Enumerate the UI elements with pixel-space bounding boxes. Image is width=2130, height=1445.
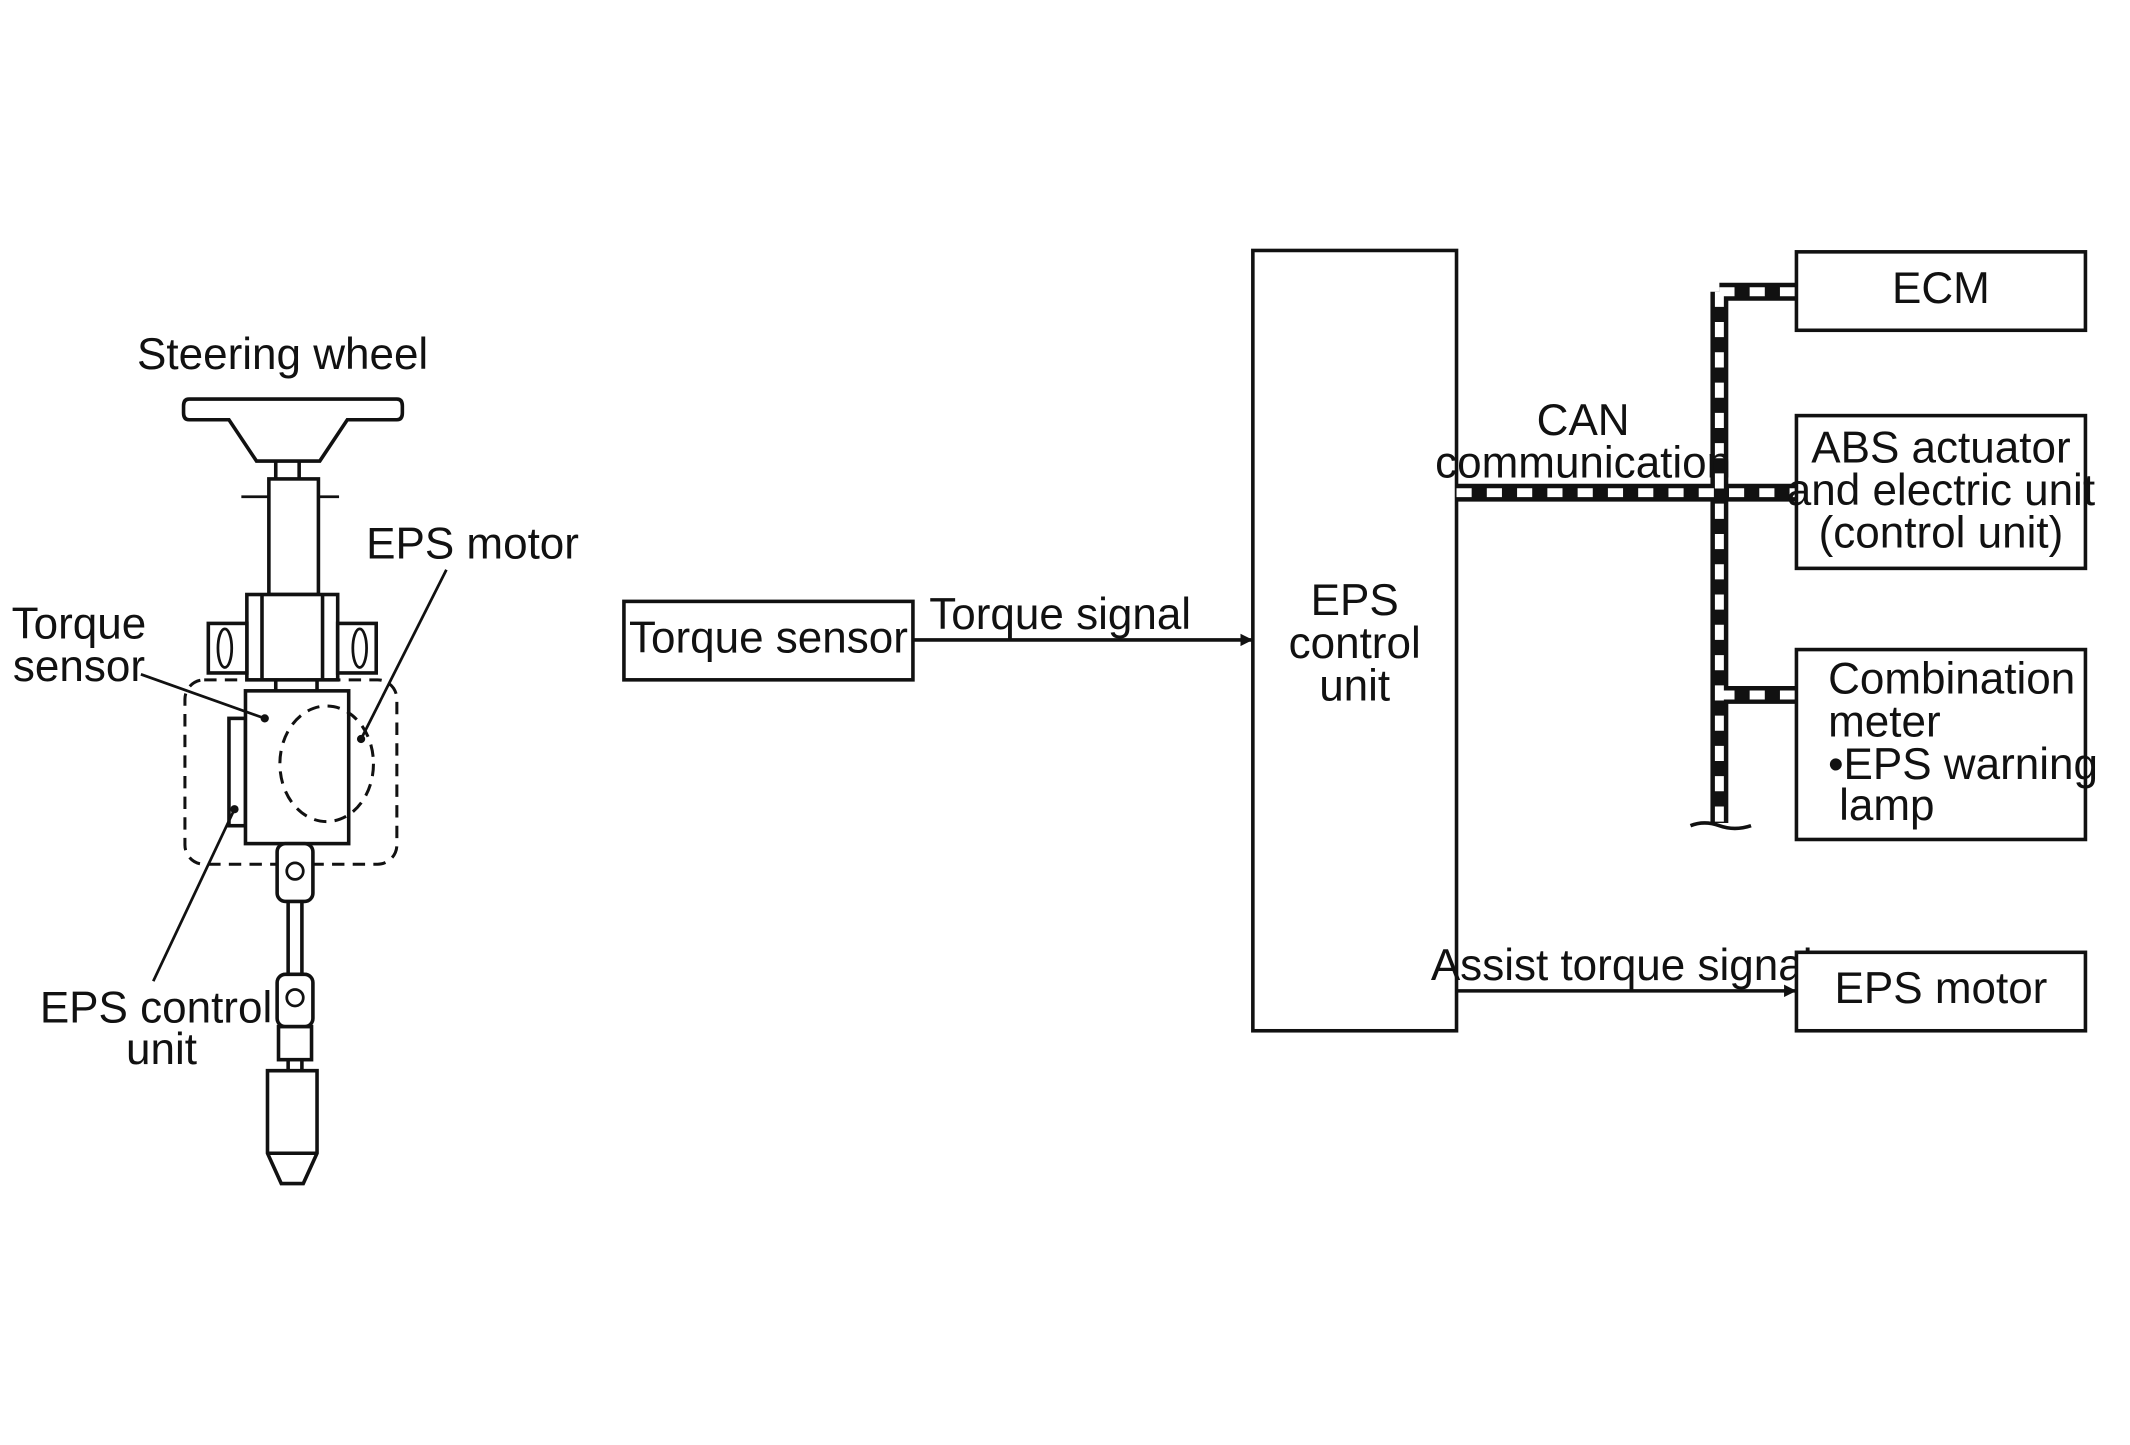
combination-meter-line2: meter [1828,697,1941,746]
shaft-coupler [276,1024,314,1062]
torque-sensor-label-line2: sensor [13,642,145,691]
combination-meter-box [1794,647,2088,842]
abs-unit-line1: ABS actuator [1811,423,2070,472]
abs-unit-box [1794,413,2088,571]
eps-control-unit-box-line2: control [1289,619,1421,668]
torque-sensor-box [622,599,915,682]
eps-control-unit-box [1251,248,1459,1033]
can-communication-line1: CAN [1537,396,1630,445]
steering-wheel-label: Steering wheel [137,330,428,379]
eps-body [243,689,351,846]
eps-motor-label: EPS motor [366,520,579,569]
ecm-label: ECM [1892,264,1990,313]
eps-motor-outline [278,704,375,824]
steering-column-illustration: Steering wheel [12,330,579,1186]
combination-meter-line3: •EPS warning [1828,740,2098,789]
torque-signal-label: Torque signal [929,590,1191,639]
torque-sensor-box-label: Torque sensor [629,613,908,662]
combination-meter-line4: lamp [1839,781,1934,830]
eps-control-unit-leader [152,808,236,982]
assist-torque-signal-label: Assist torque signal [1431,941,1813,990]
combination-meter-line1: Combination [1828,655,2075,704]
eps-control-unit-box-line1: EPS [1311,576,1399,625]
eps-motor-box [1794,950,2088,1033]
eps-motor-leader [359,569,448,740]
upper-column [267,477,321,597]
eps-control-unit-box-line3: unit [1319,661,1390,710]
torque-sensor-leader [140,673,266,720]
pinion-housing [265,1068,319,1186]
can-bus-continuation [1689,821,1752,831]
eps-control-unit-label-line1: EPS control [40,984,272,1033]
abs-unit-line2: and electric unit [1787,466,2095,515]
ecm-box [1794,250,2088,333]
abs-unit-line3: (control unit) [1819,509,2064,558]
can-communication-line2: communication [1435,439,1731,488]
eps-motor-box-label: EPS motor [1835,964,2048,1013]
steering-wheel-icon [181,397,405,463]
upper-joint [275,841,315,904]
lower-joint [275,972,315,1029]
eps-control-unit-label-line2: unit [126,1025,197,1074]
torque-sensor-label-line1: Torque [12,600,147,649]
can-bus [1456,282,1797,831]
block-diagram: Torque sensor Torque signal EPS control … [622,248,2098,1033]
